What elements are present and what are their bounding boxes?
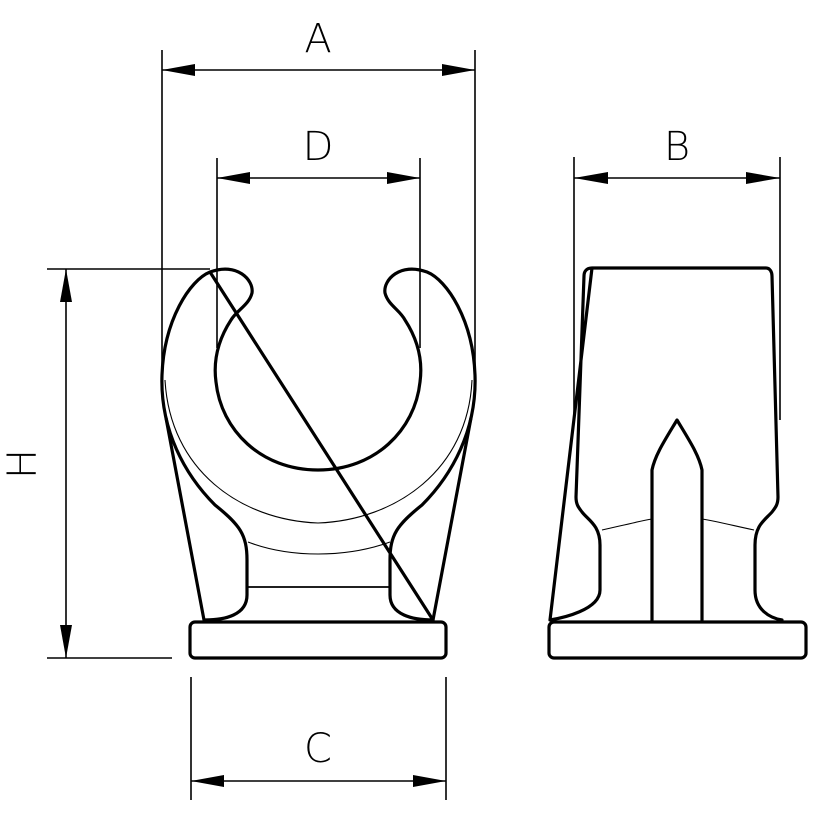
front-view-right-leg (431, 416, 473, 622)
dimension-a: A (161, 16, 476, 375)
side-view (547, 266, 808, 660)
dimension-label-c: C (304, 726, 332, 772)
side-view-base (547, 620, 808, 660)
front-view-jaw-outline (160, 267, 477, 622)
side-view-rib (650, 418, 704, 622)
dimension-label-h: H (0, 449, 46, 479)
side-view-curve-right (701, 518, 755, 531)
front-view-lower-arc (247, 541, 391, 555)
side-view-body-outline (548, 266, 784, 622)
dimension-b: B (573, 124, 781, 420)
dimension-label-d: D (303, 124, 334, 170)
front-view (160, 267, 477, 660)
dimension-d: D (216, 124, 421, 348)
dimension-c: C (190, 677, 447, 800)
front-view-inner-arc (164, 379, 473, 524)
dimension-h: H (0, 268, 210, 659)
front-view-base (188, 620, 448, 660)
side-view-curve (601, 518, 653, 531)
front-view-left-leg (164, 416, 206, 622)
dimension-label-a: A (304, 16, 331, 62)
dimension-label-b: B (664, 124, 690, 170)
